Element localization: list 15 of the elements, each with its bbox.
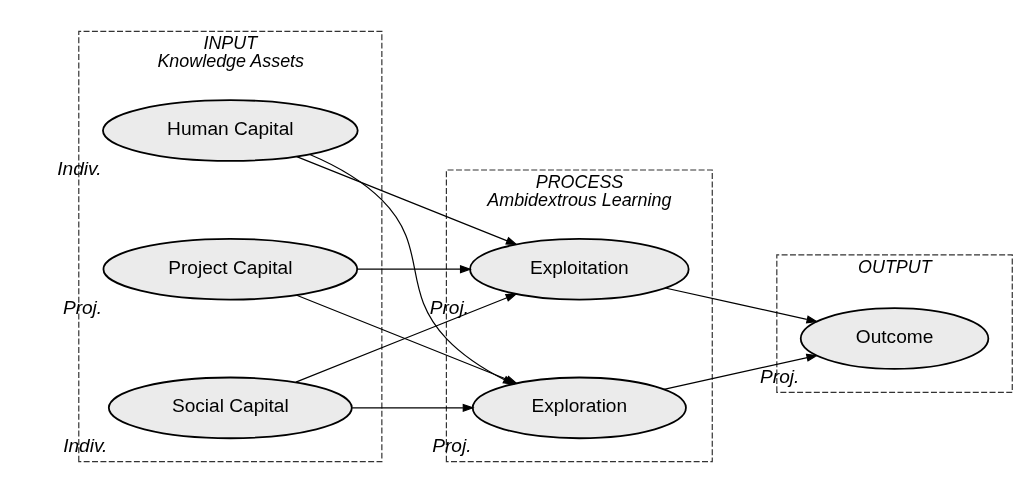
- node-ellipse: Outcome: [799, 307, 990, 370]
- arrow: [356, 265, 472, 274]
- node-label: Indiv.: [63, 435, 108, 457]
- node-label: Proj.: [760, 366, 800, 388]
- arrow: [664, 287, 819, 324]
- arrow: [351, 403, 475, 413]
- node-label: Proj.: [62, 296, 103, 318]
- node-ellipse: Social Capital: [107, 376, 353, 440]
- arrow: [296, 156, 518, 246]
- node-label: Proj.: [429, 296, 469, 318]
- node-ellipse: Human Capital: [102, 99, 359, 162]
- node-ellipse: Project Capital: [102, 237, 359, 301]
- node-label: Proj.: [432, 435, 472, 457]
- arrow: [663, 353, 819, 390]
- node-label: Indiv.: [57, 158, 102, 180]
